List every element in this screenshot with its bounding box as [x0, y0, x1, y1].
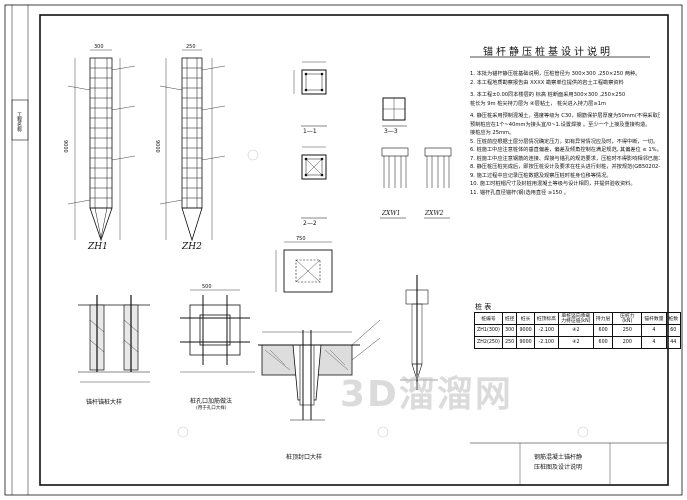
- hole-detail-dim: 500: [202, 284, 212, 290]
- table-cell: ④2: [557, 324, 594, 337]
- anchor-detail-drawing: [78, 295, 150, 383]
- pile-table-header: 压桩力(kN): [612, 312, 643, 325]
- table-cell: -2.100: [533, 324, 559, 337]
- table-cell: 200: [612, 336, 643, 349]
- table-cell: ④2: [557, 336, 594, 349]
- design-note-item: 7. 桩施工中应注意钢筋的连接、焊接与锚孔的规范要求，压桩时不得影响相邻已施工桩…: [470, 155, 660, 162]
- design-note-item: 1. 本批为锚杆静压桩基础说明，压桩管径为 300×300 ,250×250 两…: [470, 71, 641, 77]
- section-2-2: [301, 146, 327, 219]
- zh2-label: ZH2: [182, 242, 202, 252]
- table-cell: 60: [665, 324, 682, 337]
- zh2-length-dim: 9000: [154, 140, 160, 153]
- pile-table-header: 桩顶标高: [533, 312, 559, 325]
- design-notes-list: 1. 本批为锚杆静压桩基础说明，压桩管径为 300×300 ,250×250 两…: [470, 70, 660, 197]
- table-cell: 600: [592, 324, 614, 337]
- table-cell: 600: [592, 336, 614, 349]
- zh2-top-dim: 250: [186, 44, 196, 50]
- zh2-pile-elevation: [159, 49, 226, 242]
- pile-table-header-row: 桩编号 桩径 桩长 桩顶标高 单桩竖向承载力特征值(kN) 持力层 压桩力(kN…: [474, 312, 682, 325]
- zh1-pile-elevation: [67, 49, 136, 242]
- section-2-2-label: 2—2: [303, 220, 317, 227]
- design-note-item: 5. 压桩前应根据土层分层情况确定压力，如有异常情况应及时，不得中断，一切。: [470, 138, 659, 145]
- table-row: ZH1(300) 300 9000 -2.100 ④2 600 250 4 60: [474, 324, 682, 337]
- zxw1-detail: [380, 147, 409, 219]
- design-note-item: 10. 施工时桩帽尺寸及封桩用混凝土等级与设计相同，并提供验收资料。: [470, 181, 636, 187]
- hole-detail-drawing: [180, 289, 255, 373]
- anchor-detail-title: 锚杆锚桩大样: [86, 399, 123, 406]
- section-1-1: [293, 61, 327, 127]
- faint-watermark-marks: [177, 149, 626, 438]
- zxw2-label: ZXW2: [425, 210, 444, 217]
- table-cell: ZH1(300): [474, 324, 503, 337]
- zh1-top-dim: 300: [94, 44, 104, 50]
- anchor-bolt-side-drawing: [400, 275, 438, 390]
- outer-frame: [4, 4, 683, 496]
- binding-strip-label: 工程名称: [16, 112, 22, 132]
- pile-table: 桩编号 桩径 桩长 桩顶标高 单桩竖向承载力特征值(kN) 持力层 压桩力(kN…: [474, 312, 682, 349]
- zh1-length-dim: 9000: [62, 140, 68, 153]
- design-note-item: 预制桩应在1个~40mm为接头宜/0~1.设置焊接 。至少一个上接及重接构造。: [470, 121, 651, 128]
- design-notes-title: 锚杆静压桩基设计说明: [483, 47, 613, 58]
- pile-table-header: 桩编号: [474, 312, 503, 325]
- table-cell: 44: [665, 336, 682, 349]
- zxw1-label: ZXW1: [382, 210, 401, 217]
- binding-box: [11, 99, 29, 141]
- cap-section-drawing: [258, 319, 381, 421]
- pile-table-title: 桩 表: [475, 303, 492, 311]
- design-note-item: 接桩应为 25mm。: [470, 130, 515, 136]
- table-cell: 9000: [516, 324, 535, 337]
- sheet-title-line1: 钢筋混凝土锚杆静: [534, 454, 583, 461]
- zxw2-detail: [424, 147, 452, 219]
- table-cell: 9000: [516, 336, 535, 349]
- pile-table-header: 桩径: [501, 312, 518, 325]
- cap-detail-title: 桩顶封口大样: [286, 454, 323, 461]
- pile-table-header: 单桩竖向承载力特征值(kN): [557, 312, 594, 325]
- table-cell: 4: [641, 324, 667, 337]
- design-note-item: 6. 桩施工中应注意桩体的垂直偏差，偏差及倾角控制在满足规范, 其偏差位 ≤ 1…: [470, 147, 660, 153]
- section-3-3: [382, 97, 407, 127]
- table-cell: 250: [612, 324, 643, 337]
- cap-plan-dim: 750: [296, 236, 306, 242]
- cap-plan-drawing: [275, 241, 333, 293]
- design-note-item: 11. 锚杆孔直径锚杆(钢)选用直径 ≥150 。: [470, 189, 569, 196]
- pile-table-header: 桩长: [516, 312, 535, 325]
- pile-table-header: 持力层: [592, 312, 614, 325]
- design-note-item: 桩长为 9m 桩尖持力层为 ④层粘土， 桩尖进入持力层≥1m: [470, 100, 607, 107]
- hole-detail-title: 桩孔口加筋做法: [190, 398, 233, 405]
- sheet-title-line2: 压桩图及设计说明: [534, 464, 583, 471]
- zh1-label: ZH1: [88, 242, 108, 252]
- site-watermark: 3D溜溜网: [340, 374, 513, 415]
- table-row: ZH2(250) 250 9000 -2.100 ④2 600 200 4 44: [474, 336, 682, 349]
- title-block: [470, 442, 668, 485]
- hole-detail-subtitle: (用于孔口大样): [196, 406, 227, 411]
- table-cell: 300: [501, 324, 518, 337]
- table-cell: 4: [641, 336, 667, 349]
- pile-table-header: 锚杆数量: [641, 312, 667, 325]
- design-note-item: 3. 本工程±0.00同本楼层的 标高 桩断面采用300×300 ,250×25…: [470, 92, 626, 98]
- pile-table-header: 桩数: [665, 312, 682, 325]
- design-note-item: 9. 施工过程中应记录压桩数据及观察压桩时桩身位移等情况。: [470, 172, 612, 179]
- design-note-item: 4. 静压桩采用预制混凝土，强度等级为 C30，钢筋保护层厚度为50mm(不得采…: [470, 113, 660, 119]
- table-cell: -2.100: [533, 336, 559, 349]
- design-note-item: 8. 静压桩压桩完成后，即按压桩设计及要求在柱头进行封桩，并按规范(GB5020…: [470, 164, 660, 170]
- design-note-item: 2. 本工程地质勘察报告由 XXXX 勘察单位提供的岩土工程勘察资料: [470, 79, 624, 86]
- section-3-3-label: 3—3: [384, 128, 398, 135]
- table-cell: 250: [501, 336, 518, 349]
- table-cell: ZH2(250): [474, 336, 503, 349]
- section-1-1-label: 1—1: [303, 128, 317, 135]
- inner-frame: [39, 14, 669, 486]
